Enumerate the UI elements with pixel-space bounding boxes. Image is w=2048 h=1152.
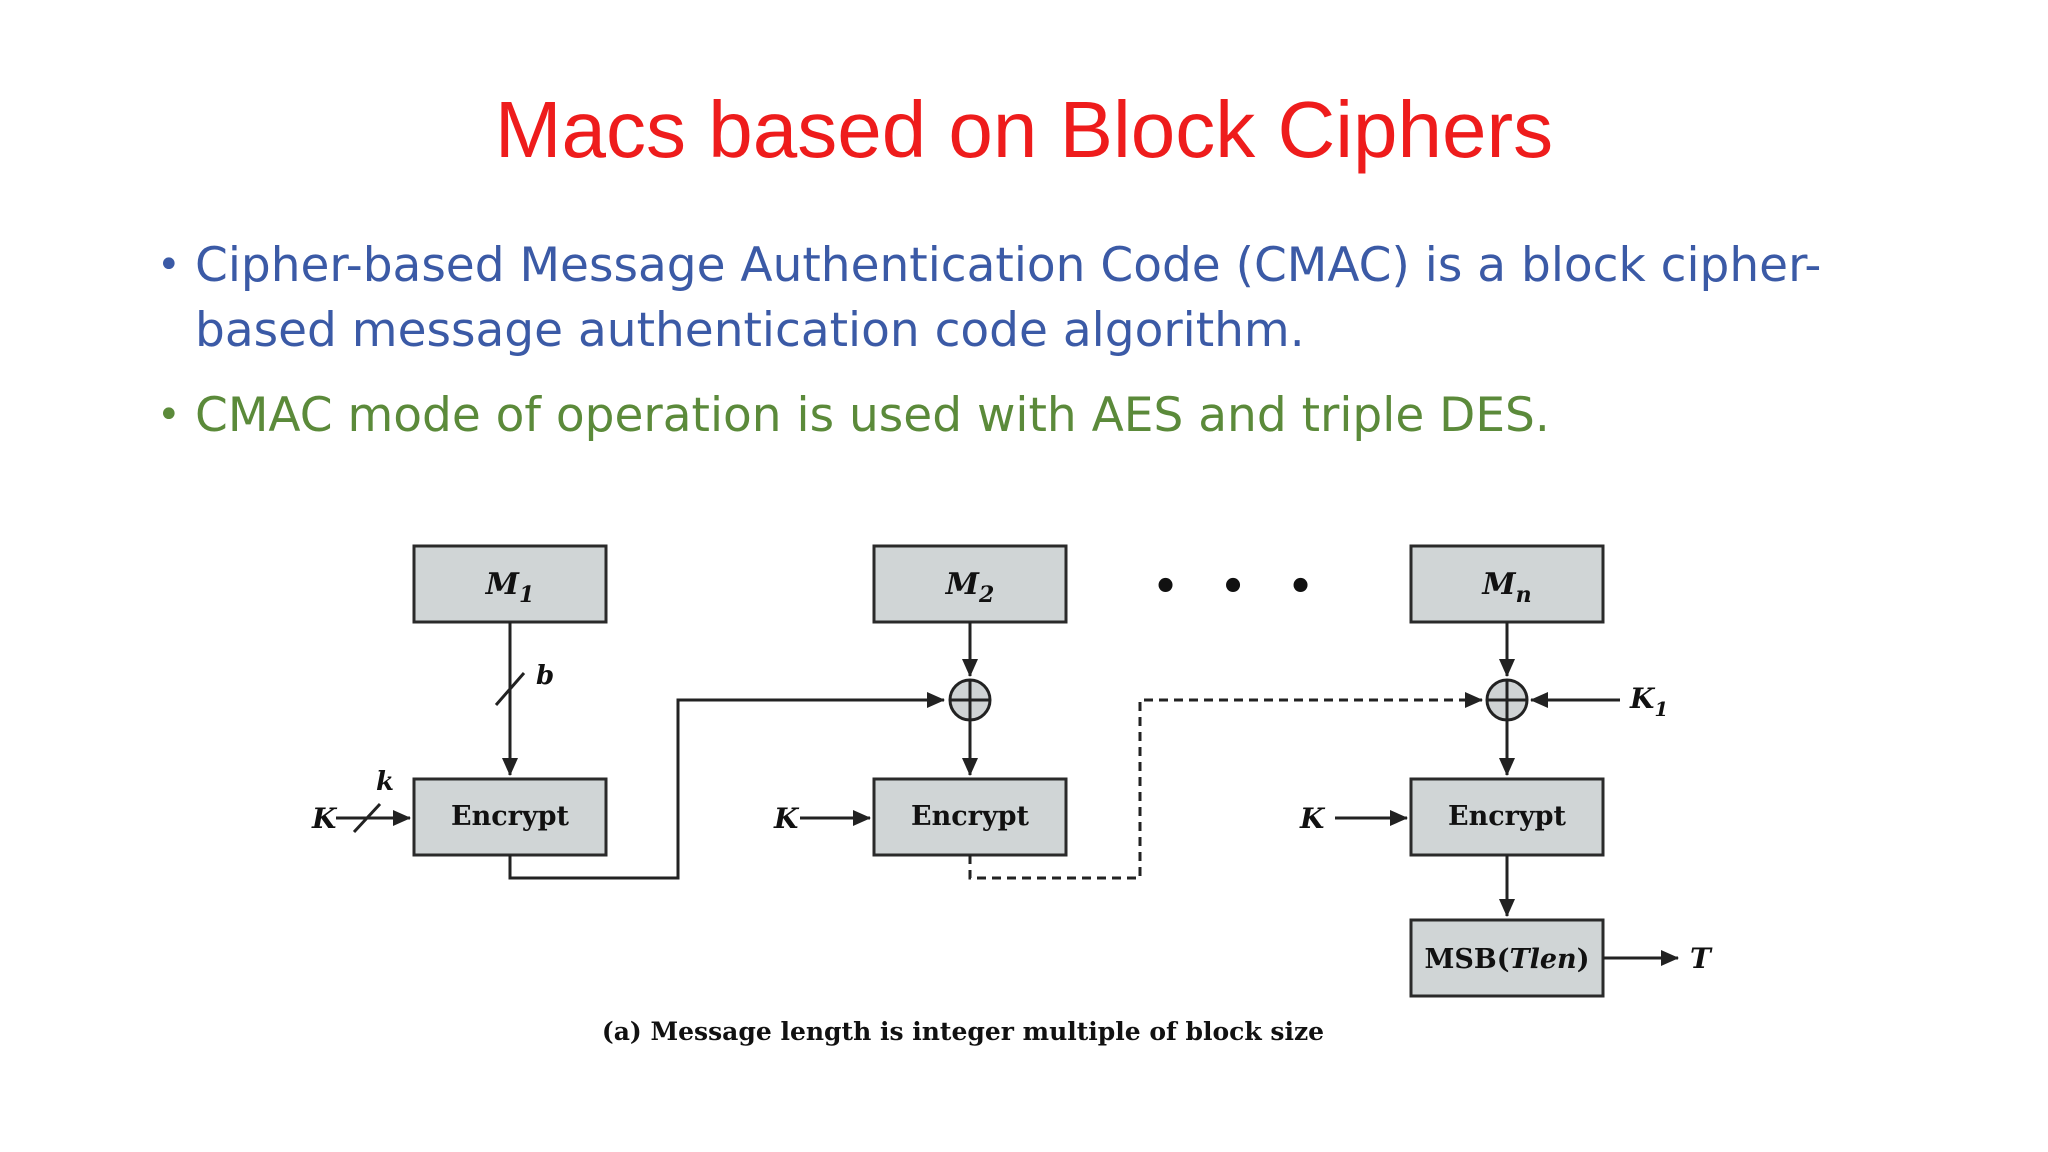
k1-base: K bbox=[1629, 682, 1656, 715]
msb-suffix: ) bbox=[1577, 944, 1590, 975]
m2-sub: 2 bbox=[978, 582, 994, 608]
output-tag-label: T bbox=[1690, 942, 1713, 975]
svg-text:K1: K1 bbox=[1629, 682, 1668, 721]
encrypt-block-2: Encrypt bbox=[872, 777, 1068, 857]
bullet-line-1: Cipher-based Message Authentication Code… bbox=[195, 238, 1822, 293]
xor-2 bbox=[948, 678, 992, 722]
encrypt-n-label: Encrypt bbox=[1448, 801, 1566, 832]
encrypt-2-label: Encrypt bbox=[911, 801, 1029, 832]
bullet-text: CMAC mode of operation is used with AES … bbox=[195, 388, 1550, 443]
bullet-marker: • bbox=[157, 392, 181, 438]
svg-text:M2: M2 bbox=[945, 567, 995, 608]
bullet-cmac-usage: • CMAC mode of operation is used with AE… bbox=[157, 383, 1947, 448]
message-block-m1: M1 bbox=[412, 544, 608, 624]
chain-line-2-to-n bbox=[968, 692, 1483, 880]
width-slash-k bbox=[352, 802, 382, 834]
msb-prefix: MSB( bbox=[1425, 944, 1510, 975]
key-label-1: K bbox=[311, 802, 338, 835]
diagram-caption: (a) Message length is integer multiple o… bbox=[602, 1017, 1324, 1046]
bullet-cmac-definition: • Cipher-based Message Authentication Co… bbox=[157, 233, 1947, 363]
key-label-2: K bbox=[773, 802, 800, 835]
ellipsis-icon: • • • bbox=[1153, 564, 1328, 610]
key-label-n: K bbox=[1299, 802, 1326, 835]
bullet-line-2: based message authentication code algori… bbox=[195, 303, 1305, 358]
encrypt-block-1: Encrypt bbox=[412, 777, 608, 857]
key-width-label: k bbox=[376, 767, 394, 797]
encrypt-1-label: Encrypt bbox=[451, 801, 569, 832]
width-slash-b bbox=[494, 672, 526, 706]
bullet-marker: • bbox=[157, 242, 181, 288]
message-block-m2: M2 bbox=[872, 544, 1068, 624]
block-width-label: b bbox=[536, 661, 554, 691]
mn-sub: n bbox=[1516, 582, 1532, 608]
msb-block: MSB(Tlen) bbox=[1409, 918, 1605, 998]
xor-n bbox=[1485, 678, 1529, 722]
mn-base: M bbox=[1481, 567, 1516, 602]
svg-text:MSB(Tlen): MSB(Tlen) bbox=[1425, 944, 1590, 975]
k1-sub: 1 bbox=[1654, 697, 1668, 721]
m2-base: M bbox=[945, 567, 980, 602]
message-block-mn: Mn bbox=[1409, 544, 1605, 624]
slide-title: Macs based on Block Ciphers bbox=[494, 85, 1554, 174]
m1-base: M bbox=[485, 567, 520, 602]
m1-sub: 1 bbox=[519, 582, 534, 608]
chain-line-1-to-2 bbox=[508, 692, 945, 880]
svg-text:M1: M1 bbox=[485, 567, 535, 608]
svg-text:Mn: Mn bbox=[1481, 567, 1531, 608]
msb-arg: Tlen bbox=[1510, 944, 1577, 975]
encrypt-block-n: Encrypt bbox=[1409, 777, 1605, 857]
